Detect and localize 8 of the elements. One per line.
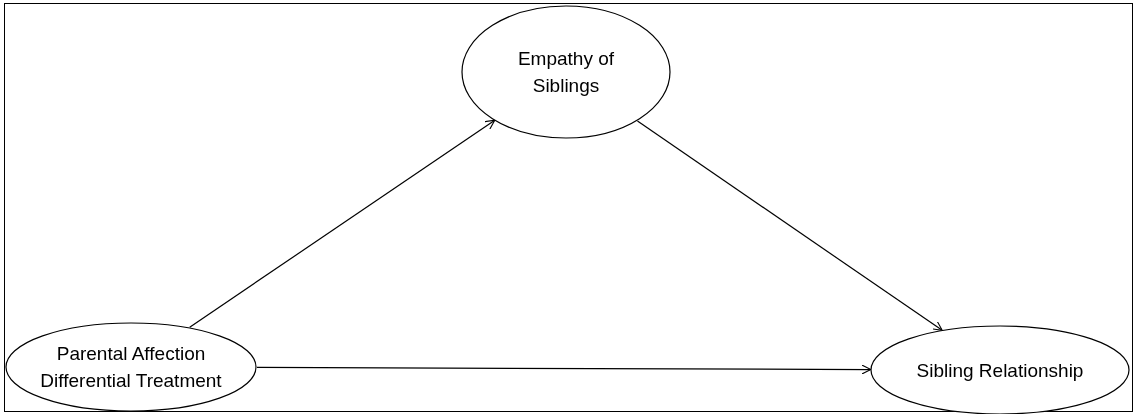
ellipse-node [461, 5, 671, 139]
arrow [256, 364, 872, 375]
node-label: Empathy of Siblings [516, 47, 616, 98]
node-label: Parental Affection Differential Treatment [39, 342, 223, 393]
ellipse-node [5, 322, 257, 412]
node-label: Sibling Relationship [915, 358, 1085, 383]
arrow [189, 119, 496, 328]
arrow [636, 120, 943, 331]
